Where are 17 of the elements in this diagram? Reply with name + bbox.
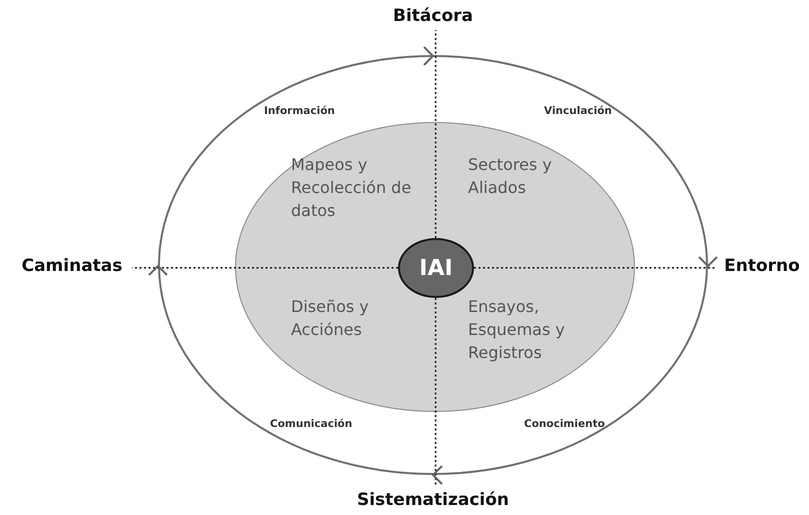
ring-label: Conocimiento	[524, 418, 605, 430]
axis-label: Bitácora	[383, 2, 483, 30]
quadrant-label: Mapeos y Recolección de datos	[291, 154, 412, 222]
quadrant-label: Sectores y Aliados	[468, 154, 553, 200]
center-ellipse: IAI	[398, 238, 474, 298]
axis-label: Caminatas	[12, 252, 132, 280]
quadrant-label: Ensayos, Esquemas y Registros	[468, 296, 566, 364]
dotted-line	[474, 266, 716, 269]
axis-label: Entorno	[716, 252, 808, 280]
dotted-line	[434, 298, 436, 486]
ring-label: Información	[264, 105, 335, 117]
ring-label: Vinculación	[544, 105, 612, 117]
quadrant-label: Diseños y Acciónes	[291, 296, 370, 342]
axis-label: Sistematización	[360, 486, 506, 514]
ring-label: Comunicación	[270, 418, 352, 430]
dotted-line	[434, 30, 436, 238]
dotted-line	[132, 267, 398, 269]
